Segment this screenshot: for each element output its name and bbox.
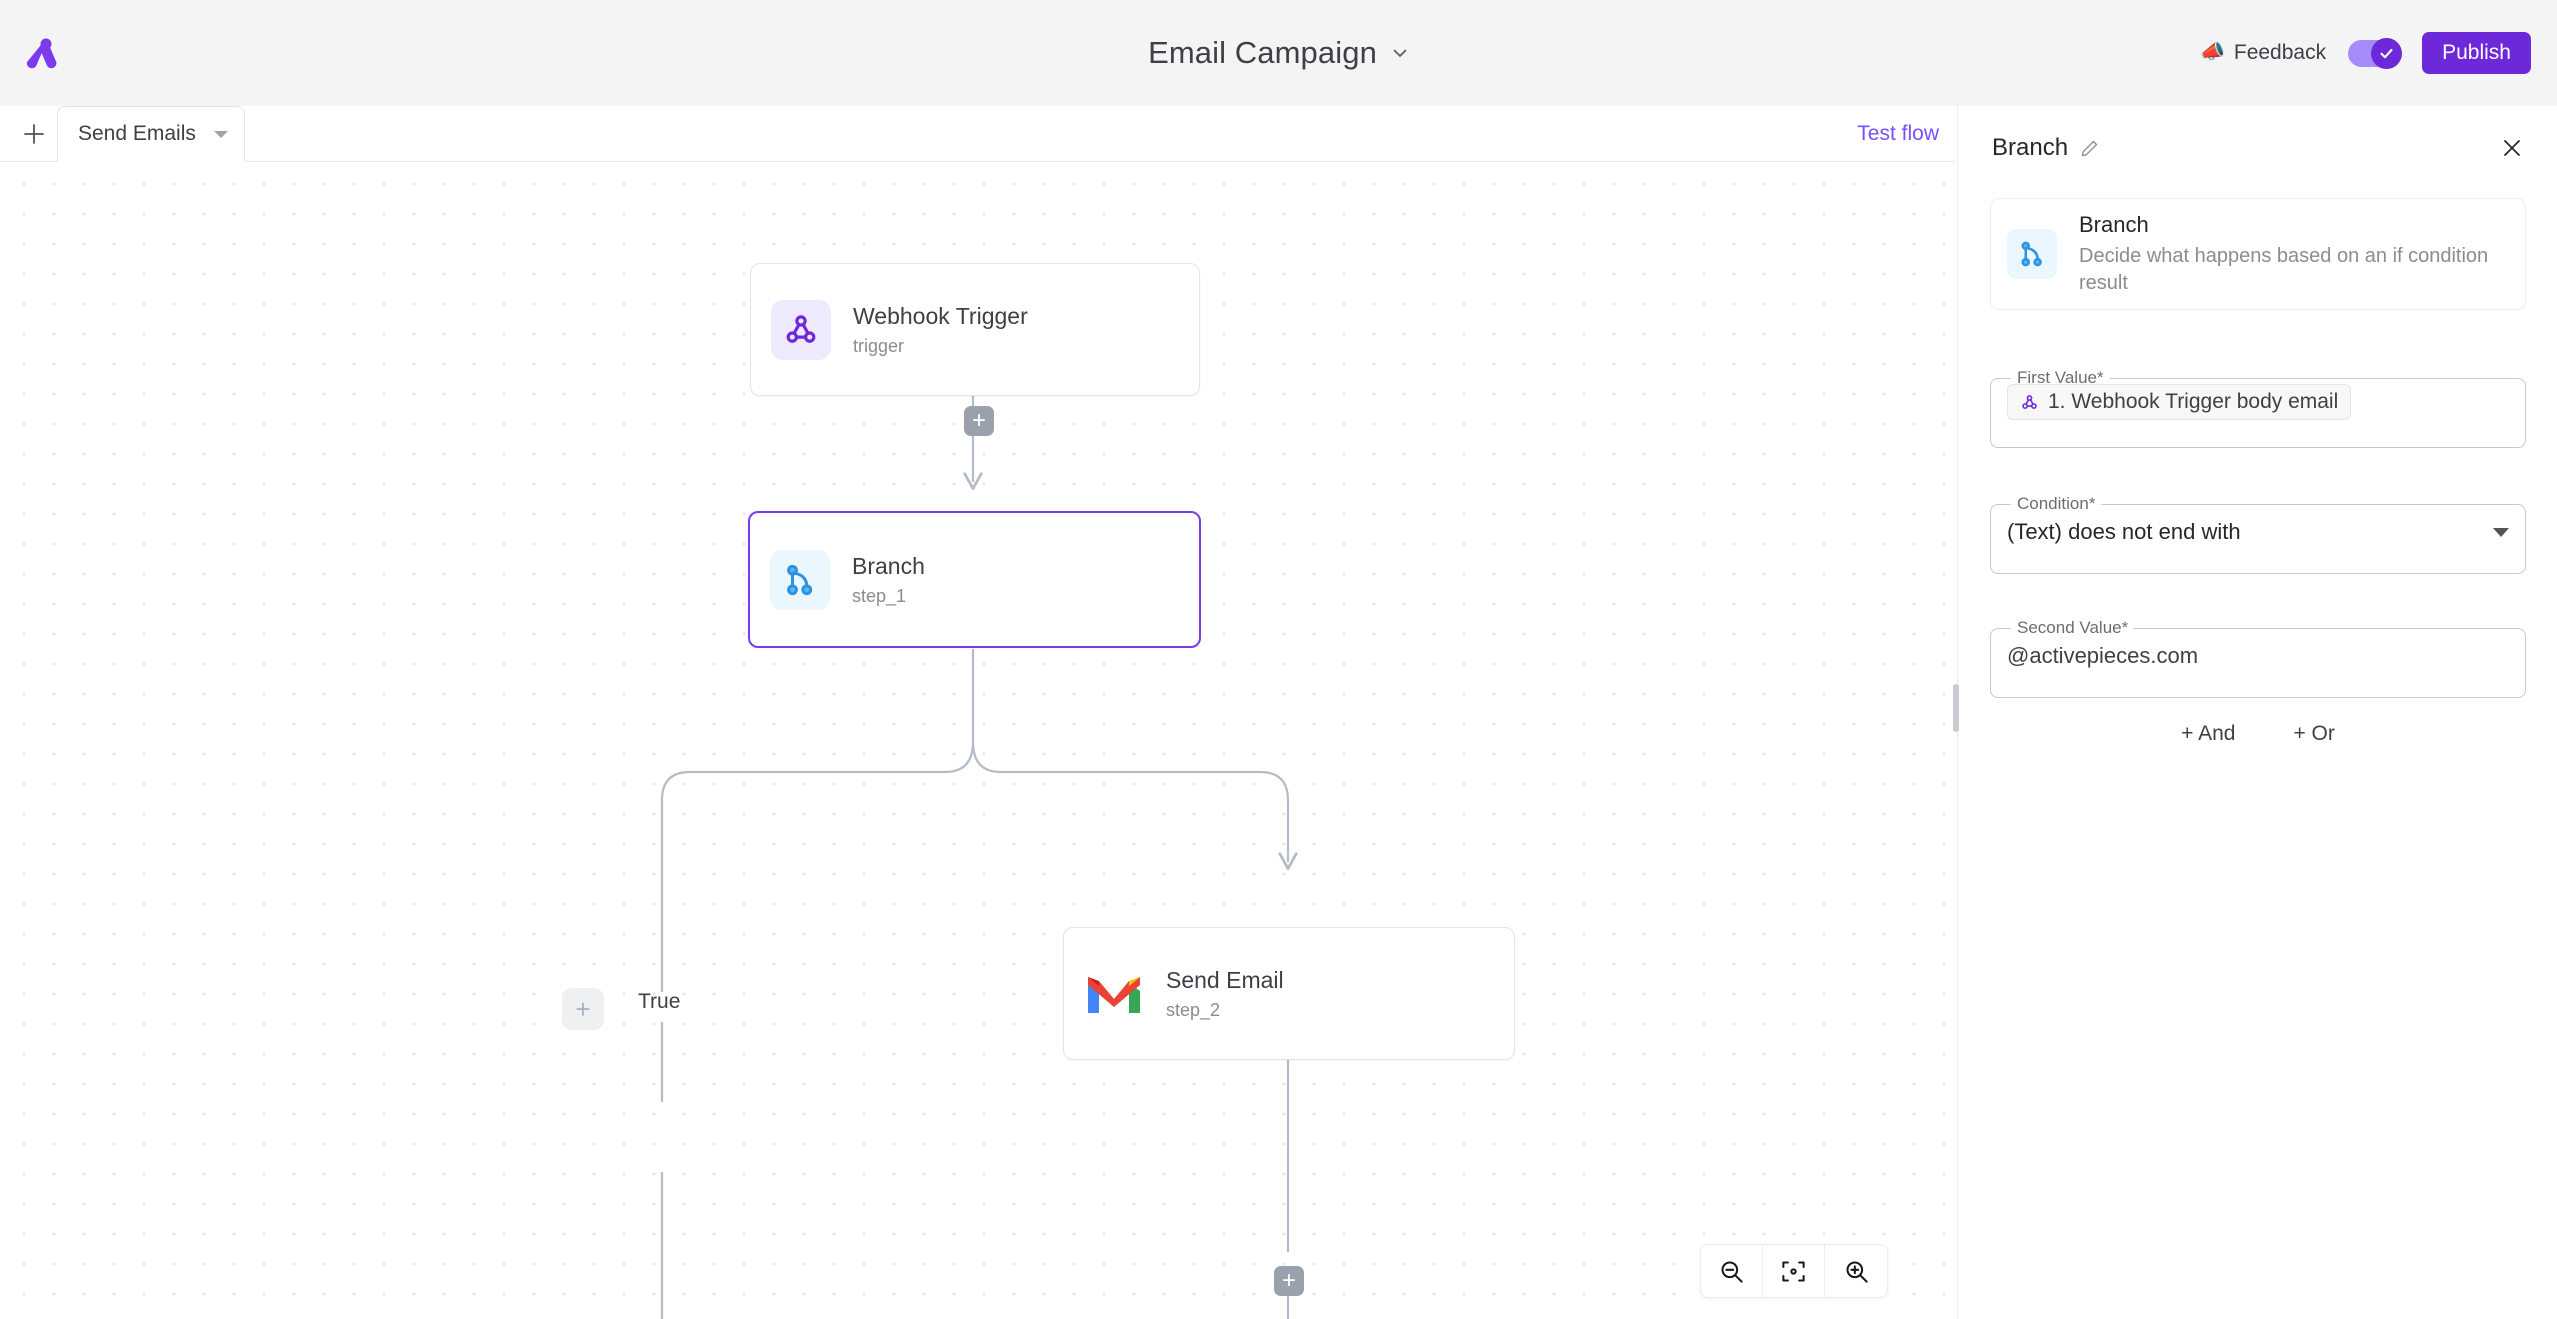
- condition-field: Condition* (Text) does not end with: [1990, 494, 2526, 574]
- piece-info-card: Branch Decide what happens based on an i…: [1990, 198, 2526, 310]
- top-bar: Email Campaign 📣 Feedback Publish: [0, 0, 2557, 106]
- zoom-in-icon: [1845, 1260, 1868, 1283]
- branch-icon: [2007, 229, 2057, 279]
- flow-node-branch[interactable]: Branch step_1: [748, 511, 1201, 648]
- publish-button[interactable]: Publish: [2422, 32, 2531, 74]
- plus-icon: [24, 124, 44, 144]
- check-icon: [2380, 48, 2393, 58]
- piece-name: Branch: [2079, 211, 2149, 237]
- page-title-group: Email Campaign: [0, 0, 2557, 106]
- condition-label: Condition*: [2017, 494, 2096, 513]
- node-subtitle: step_2: [1166, 999, 1221, 1020]
- panel-title: Branch: [1992, 134, 2069, 161]
- edge-label-true: True: [638, 990, 681, 1013]
- second-value-field: Second Value*: [1990, 618, 2526, 698]
- plus-icon: +: [1281, 1267, 1296, 1294]
- add-or-condition-button[interactable]: + Or: [2293, 722, 2335, 745]
- add-flow-button[interactable]: [10, 112, 58, 156]
- activepieces-logo-icon: [26, 38, 57, 69]
- node-text: Webhook Trigger trigger: [853, 303, 1028, 357]
- webhook-icon: [2022, 394, 2037, 409]
- canvas-zoom-controls: [1700, 1244, 1888, 1298]
- first-value-field: First Value* 1. Webhook Trigger body ema…: [1990, 368, 2526, 448]
- first-value-chip[interactable]: 1. Webhook Trigger body email: [2007, 384, 2352, 420]
- node-title: Webhook Trigger: [853, 302, 1028, 329]
- chevron-down-icon[interactable]: [213, 130, 228, 138]
- page-title: Email Campaign: [1148, 35, 1377, 70]
- panel-header: Branch: [1958, 106, 2557, 190]
- zoom-in-button[interactable]: [1825, 1245, 1887, 1297]
- flow-node-send-email[interactable]: Send Email step_2: [1063, 927, 1515, 1060]
- toggle-knob: [2371, 37, 2403, 69]
- add-step-true-branch[interactable]: +: [562, 988, 604, 1030]
- feedback-button[interactable]: 📣 Feedback: [2200, 41, 2326, 65]
- tab-send-emails[interactable]: Send Emails: [57, 106, 245, 162]
- plus-icon: +: [971, 407, 986, 434]
- flow-toolbar: Send Emails Test flow: [0, 106, 1955, 162]
- node-title: Branch: [852, 552, 925, 579]
- step-settings-panel: Branch: [1953, 106, 2557, 1319]
- flow-canvas[interactable]: Webhook Trigger trigger + Branch: [0, 162, 1955, 1319]
- piece-description: Decide what happens based on an if condi…: [2079, 244, 2489, 294]
- flow-node-webhook-trigger[interactable]: Webhook Trigger trigger: [750, 263, 1200, 396]
- gmail-icon: [1084, 964, 1144, 1024]
- pencil-icon[interactable]: [2080, 139, 2099, 158]
- add-and-condition-button[interactable]: + And: [2181, 722, 2236, 745]
- node-title: Send Email: [1166, 966, 1284, 993]
- piece-text: Branch Decide what happens based on an i…: [2079, 212, 2509, 297]
- first-value-label: First Value*: [2017, 368, 2104, 387]
- second-value-input[interactable]: [2007, 632, 2509, 680]
- fit-view-icon: [1782, 1260, 1805, 1282]
- publish-toggle[interactable]: [2348, 37, 2403, 69]
- node-text: Branch step_1: [852, 553, 925, 607]
- feedback-label: Feedback: [2233, 41, 2327, 64]
- test-flow-button[interactable]: Test flow: [1857, 122, 1939, 145]
- branch-icon: [770, 549, 830, 610]
- plus-icon: +: [575, 994, 591, 1024]
- add-step-after-send-email[interactable]: +: [1274, 1266, 1304, 1296]
- add-step-after-trigger[interactable]: +: [964, 406, 994, 436]
- node-subtitle: trigger: [853, 335, 905, 356]
- webhook-icon: [771, 299, 831, 360]
- second-value-label: Second Value*: [2017, 618, 2129, 637]
- tab-label: Send Emails: [78, 122, 196, 145]
- chevron-down-icon: [2493, 527, 2509, 537]
- zoom-out-icon: [1721, 1260, 1743, 1283]
- condition-value: (Text) does not end with: [2007, 519, 2241, 544]
- top-bar-actions: 📣 Feedback Publish: [2200, 0, 2531, 106]
- first-value-chip-text: 1. Webhook Trigger body email: [2048, 390, 2339, 413]
- megaphone-icon: 📣: [2199, 41, 2225, 63]
- logic-buttons: + And + Or: [1990, 722, 2526, 746]
- condition-select[interactable]: (Text) does not end with: [2007, 508, 2509, 556]
- chevron-down-icon[interactable]: [1391, 44, 1409, 62]
- panel-resize-handle[interactable]: [1953, 684, 1959, 732]
- flow-edges: [660, 396, 1298, 1319]
- node-text: Send Email step_2: [1166, 967, 1284, 1021]
- fit-view-button[interactable]: [1763, 1245, 1825, 1297]
- close-icon[interactable]: [2500, 136, 2524, 160]
- activepieces-logo[interactable]: [18, 28, 70, 80]
- node-subtitle: step_1: [852, 585, 907, 606]
- zoom-out-button[interactable]: [1701, 1245, 1763, 1297]
